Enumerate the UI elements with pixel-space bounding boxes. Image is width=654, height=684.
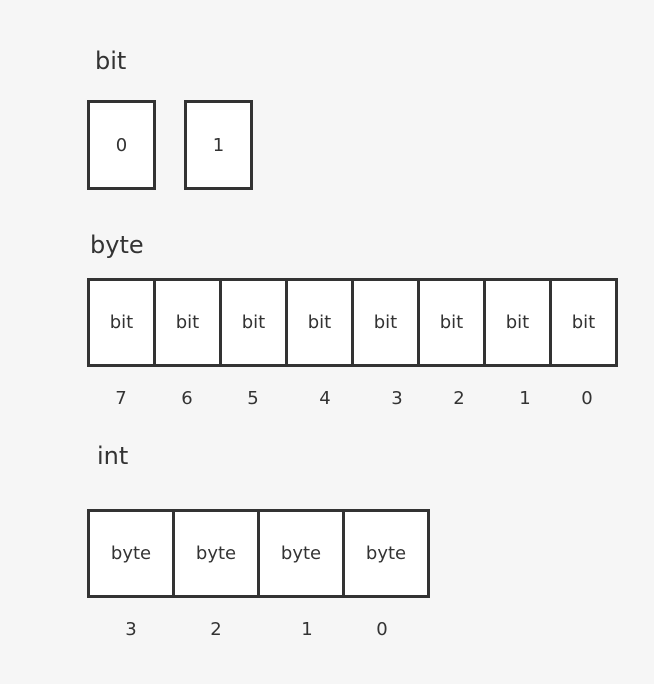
bit-box-0: 0 [87, 100, 156, 190]
int-index-label: 0 [376, 619, 388, 640]
bit-heading: bit [95, 47, 127, 75]
byte-bit-cell: bit [219, 278, 288, 367]
int-index-label: 2 [210, 619, 222, 640]
byte-bit-cell: bit [351, 278, 420, 367]
byte-index-label: 7 [115, 388, 127, 409]
byte-bit-cell: bit [549, 278, 618, 367]
int-index-label: 1 [301, 619, 313, 640]
byte-bit-cell: bit [87, 278, 156, 367]
int-row: byte byte byte byte [87, 509, 430, 598]
byte-row: bit bit bit bit bit bit bit bit [87, 278, 618, 367]
byte-index-label: 2 [453, 388, 465, 409]
int-byte-cell: byte [172, 509, 260, 598]
byte-index-label: 3 [391, 388, 403, 409]
byte-index-label: 0 [581, 388, 593, 409]
byte-bit-cell: bit [153, 278, 222, 367]
byte-index-label: 4 [319, 388, 331, 409]
byte-index-label: 6 [181, 388, 193, 409]
int-index-label: 3 [125, 619, 137, 640]
int-heading: int [97, 442, 129, 470]
int-byte-cell: byte [87, 509, 175, 598]
byte-heading: byte [90, 231, 144, 259]
byte-bit-cell: bit [417, 278, 486, 367]
byte-index-label: 1 [519, 388, 531, 409]
int-byte-cell: byte [257, 509, 345, 598]
byte-bit-cell: bit [285, 278, 354, 367]
bit-box-1: 1 [184, 100, 253, 190]
int-byte-cell: byte [342, 509, 430, 598]
byte-index-label: 5 [247, 388, 259, 409]
byte-bit-cell: bit [483, 278, 552, 367]
